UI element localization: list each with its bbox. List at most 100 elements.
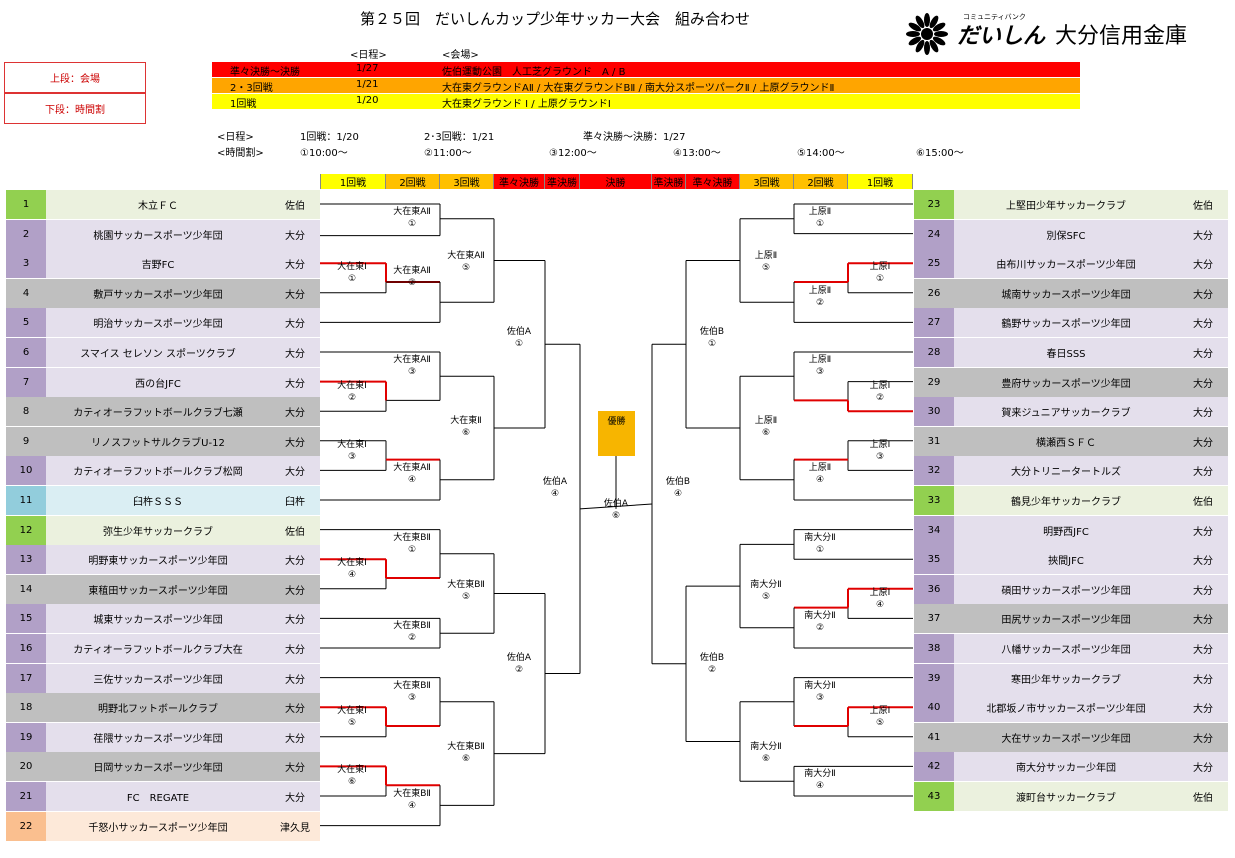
round-header: 3回戦 — [740, 174, 794, 189]
team-seed: 40 — [914, 693, 954, 723]
team-seed: 6 — [6, 338, 46, 367]
round-header: 準々決勝 — [494, 174, 545, 189]
team-seed: 7 — [6, 367, 46, 397]
match-slot: ⑥ — [461, 428, 471, 439]
match-venue: 佐伯B — [665, 477, 691, 488]
match-slot: ④ — [347, 570, 357, 581]
match-venue: 南大分Ⅱ — [804, 769, 836, 780]
match-venue: 上原Ⅰ — [869, 587, 891, 598]
match-venue: 上原Ⅰ — [869, 439, 891, 450]
match-slot: ⑤ — [761, 262, 771, 273]
team-name: 横瀬西ＳＦＣ — [1036, 437, 1096, 449]
match-venue: 南大分Ⅱ — [804, 611, 836, 622]
champion-label: 優勝 — [607, 417, 626, 427]
team-prefecture: 大分 — [285, 556, 305, 568]
team-prefecture: 大分 — [285, 378, 305, 390]
match-slot: ④ — [673, 489, 683, 500]
match-slot: ① — [514, 339, 524, 350]
match-venue: 大在東AⅡ — [393, 355, 431, 365]
team-prefecture: 大分 — [285, 645, 305, 656]
match-venue: 上原Ⅱ — [808, 463, 832, 474]
team-prefecture: 大分 — [285, 437, 305, 449]
team-name: 渡町台サッカークラブ — [1016, 793, 1116, 804]
time-slot: ①10:00～ — [300, 148, 348, 159]
team-name: 城南サッカースポーツ少年団 — [1001, 289, 1131, 301]
logo-tagline: コミュニティバンク — [963, 13, 1026, 21]
team-seed: 13 — [6, 545, 46, 575]
team-prefecture: 大分 — [1193, 733, 1213, 745]
team-seed: 24 — [914, 219, 954, 249]
match-slot: ② — [875, 392, 885, 403]
round-header: 準決勝 — [545, 174, 580, 189]
team-seed: 14 — [6, 574, 46, 604]
match-venue: 大在東AⅡ — [393, 207, 431, 217]
round-header: 準決勝 — [652, 174, 686, 189]
schedule-date: 1/27 — [356, 63, 379, 74]
team-prefecture: 大分 — [285, 704, 305, 716]
round-header: 1回戦 — [848, 174, 913, 189]
time-slot: ④13:00～ — [673, 148, 721, 159]
team-seed: 17 — [6, 663, 46, 693]
match-venue: 上原Ⅱ — [754, 416, 778, 427]
team-prefecture: 大分 — [1193, 585, 1213, 597]
match-venue: 大在東BⅡ — [447, 580, 485, 591]
round-header: 2回戦 — [794, 174, 848, 189]
team-prefecture: 大分 — [1193, 615, 1213, 627]
team-name: 西の台JFC — [135, 378, 181, 390]
team-seed: 34 — [914, 515, 954, 545]
team-seed: 26 — [914, 278, 954, 308]
team-row: 7 西の台JFC 大分 — [6, 367, 320, 397]
team-name: 田尻サッカースポーツ少年団 — [1001, 615, 1131, 627]
team-seed: 23 — [914, 190, 954, 219]
schedule-stage: 2・3回戦 — [230, 83, 273, 94]
match-venue: 佐伯B — [699, 327, 725, 338]
team-name: FC REGATE — [126, 793, 190, 804]
team-name: 大分トリニータートルズ — [1011, 467, 1121, 479]
team-name: 大在サッカースポーツ少年団 — [1001, 733, 1131, 745]
match-venue: 大在東Ⅰ — [337, 558, 367, 569]
team-seed: 19 — [6, 722, 46, 752]
team-prefecture: 大分 — [285, 260, 305, 272]
match-slot: ① — [407, 544, 417, 555]
team-seed: 10 — [6, 456, 46, 486]
team-name: 春日SSS — [1046, 349, 1086, 360]
team-seed: 41 — [914, 722, 954, 752]
time-slot: ⑤14:00～ — [797, 148, 845, 159]
team-prefecture: 佐伯 — [285, 201, 305, 212]
match-slot: ④ — [550, 489, 560, 500]
match-slot: ④ — [815, 475, 825, 486]
match-venue: 南大分Ⅱ — [804, 532, 836, 543]
legend-time: 下段：時間割 — [4, 93, 146, 124]
match-slot: ② — [514, 665, 524, 675]
match-venue: 上原Ⅱ — [808, 285, 832, 296]
team-seed: 31 — [914, 426, 954, 456]
